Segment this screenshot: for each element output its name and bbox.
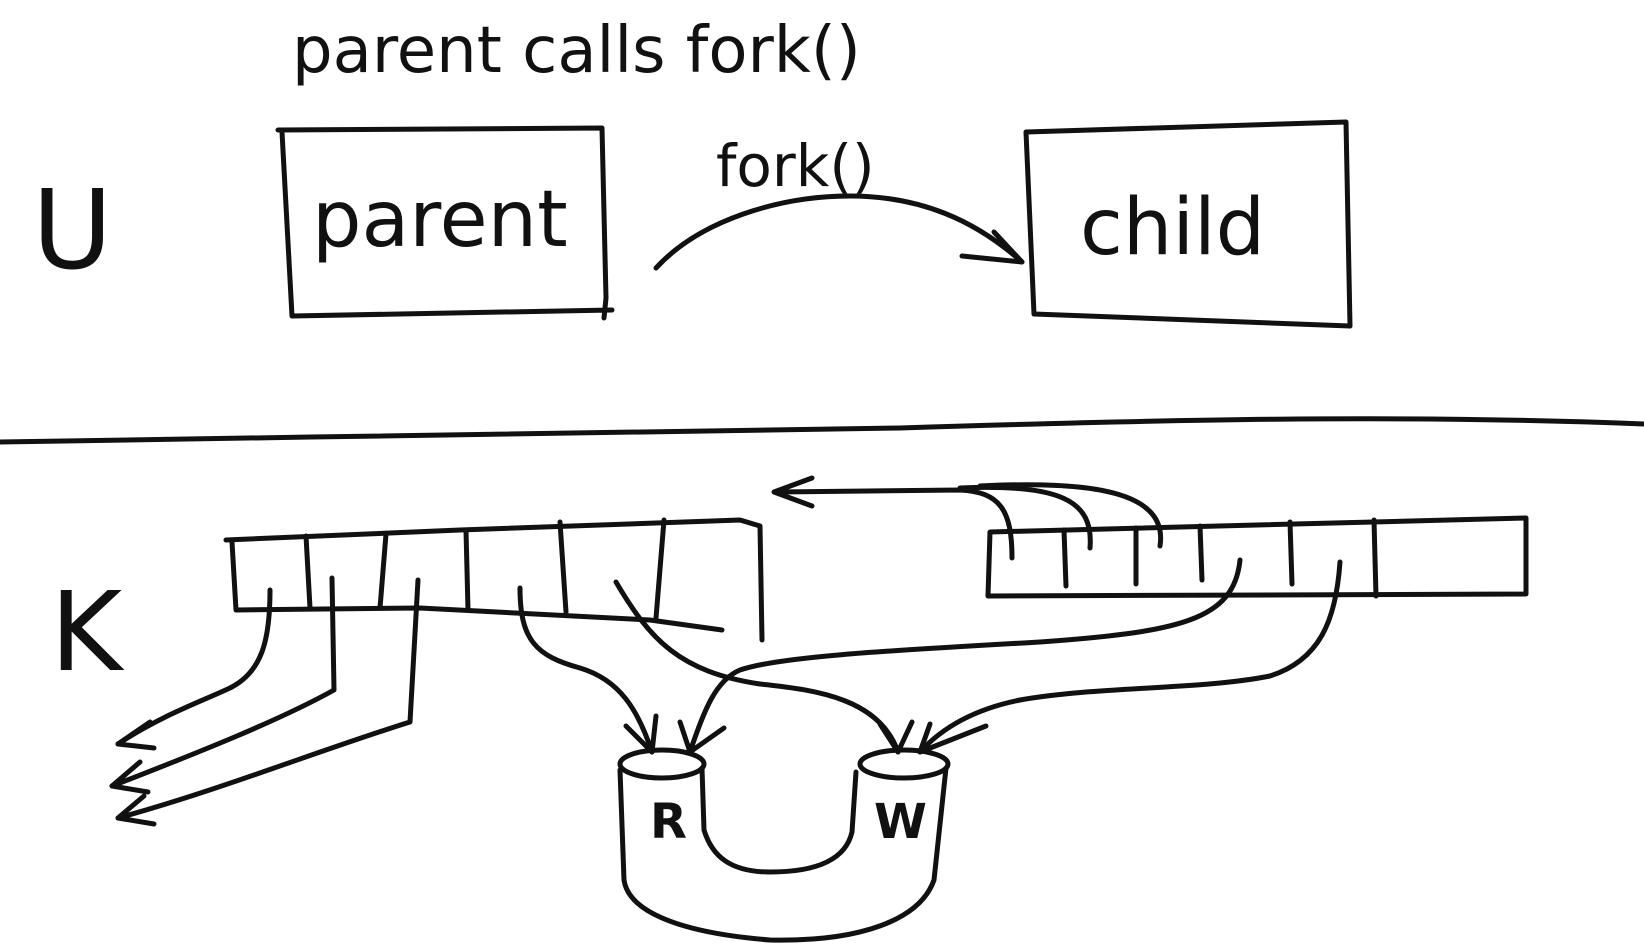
fork-arrow-label: fork() — [716, 132, 875, 200]
user-kernel-boundary — [0, 416, 1644, 445]
pipe-pointer-arrows — [517, 557, 1343, 755]
pipe-read-end-label: R — [650, 794, 687, 850]
parent-fd-slot — [463, 527, 471, 613]
child-process-label: child — [1080, 183, 1265, 273]
parent-process-label: parent — [312, 175, 568, 265]
parent-fd-slot — [303, 533, 313, 611]
pipe-object: R W — [617, 747, 951, 943]
parent-fd-table — [223, 517, 765, 643]
diagram-title: parent calls fork() — [292, 14, 861, 88]
kernel-space-label: K — [50, 568, 125, 696]
pipe-write-end-label: W — [874, 794, 927, 850]
child-fd-table — [985, 515, 1529, 599]
parent-process-box: parent — [275, 125, 615, 321]
fd-copy-arrows — [771, 475, 1164, 561]
parent-fd-slot — [557, 519, 569, 615]
child-fd-slot — [1061, 527, 1069, 589]
user-space-label: U — [32, 166, 113, 294]
std-stream-arrows — [109, 575, 421, 827]
child-fd-slot — [1197, 523, 1205, 583]
child-fd-slot — [1287, 519, 1295, 587]
fork-arrow: fork() — [653, 132, 1025, 271]
child-process-box: child — [1023, 119, 1353, 329]
parent-fd-slot — [377, 531, 389, 611]
parent-fd-slot — [653, 517, 667, 621]
child-fd-slot — [1371, 517, 1379, 599]
